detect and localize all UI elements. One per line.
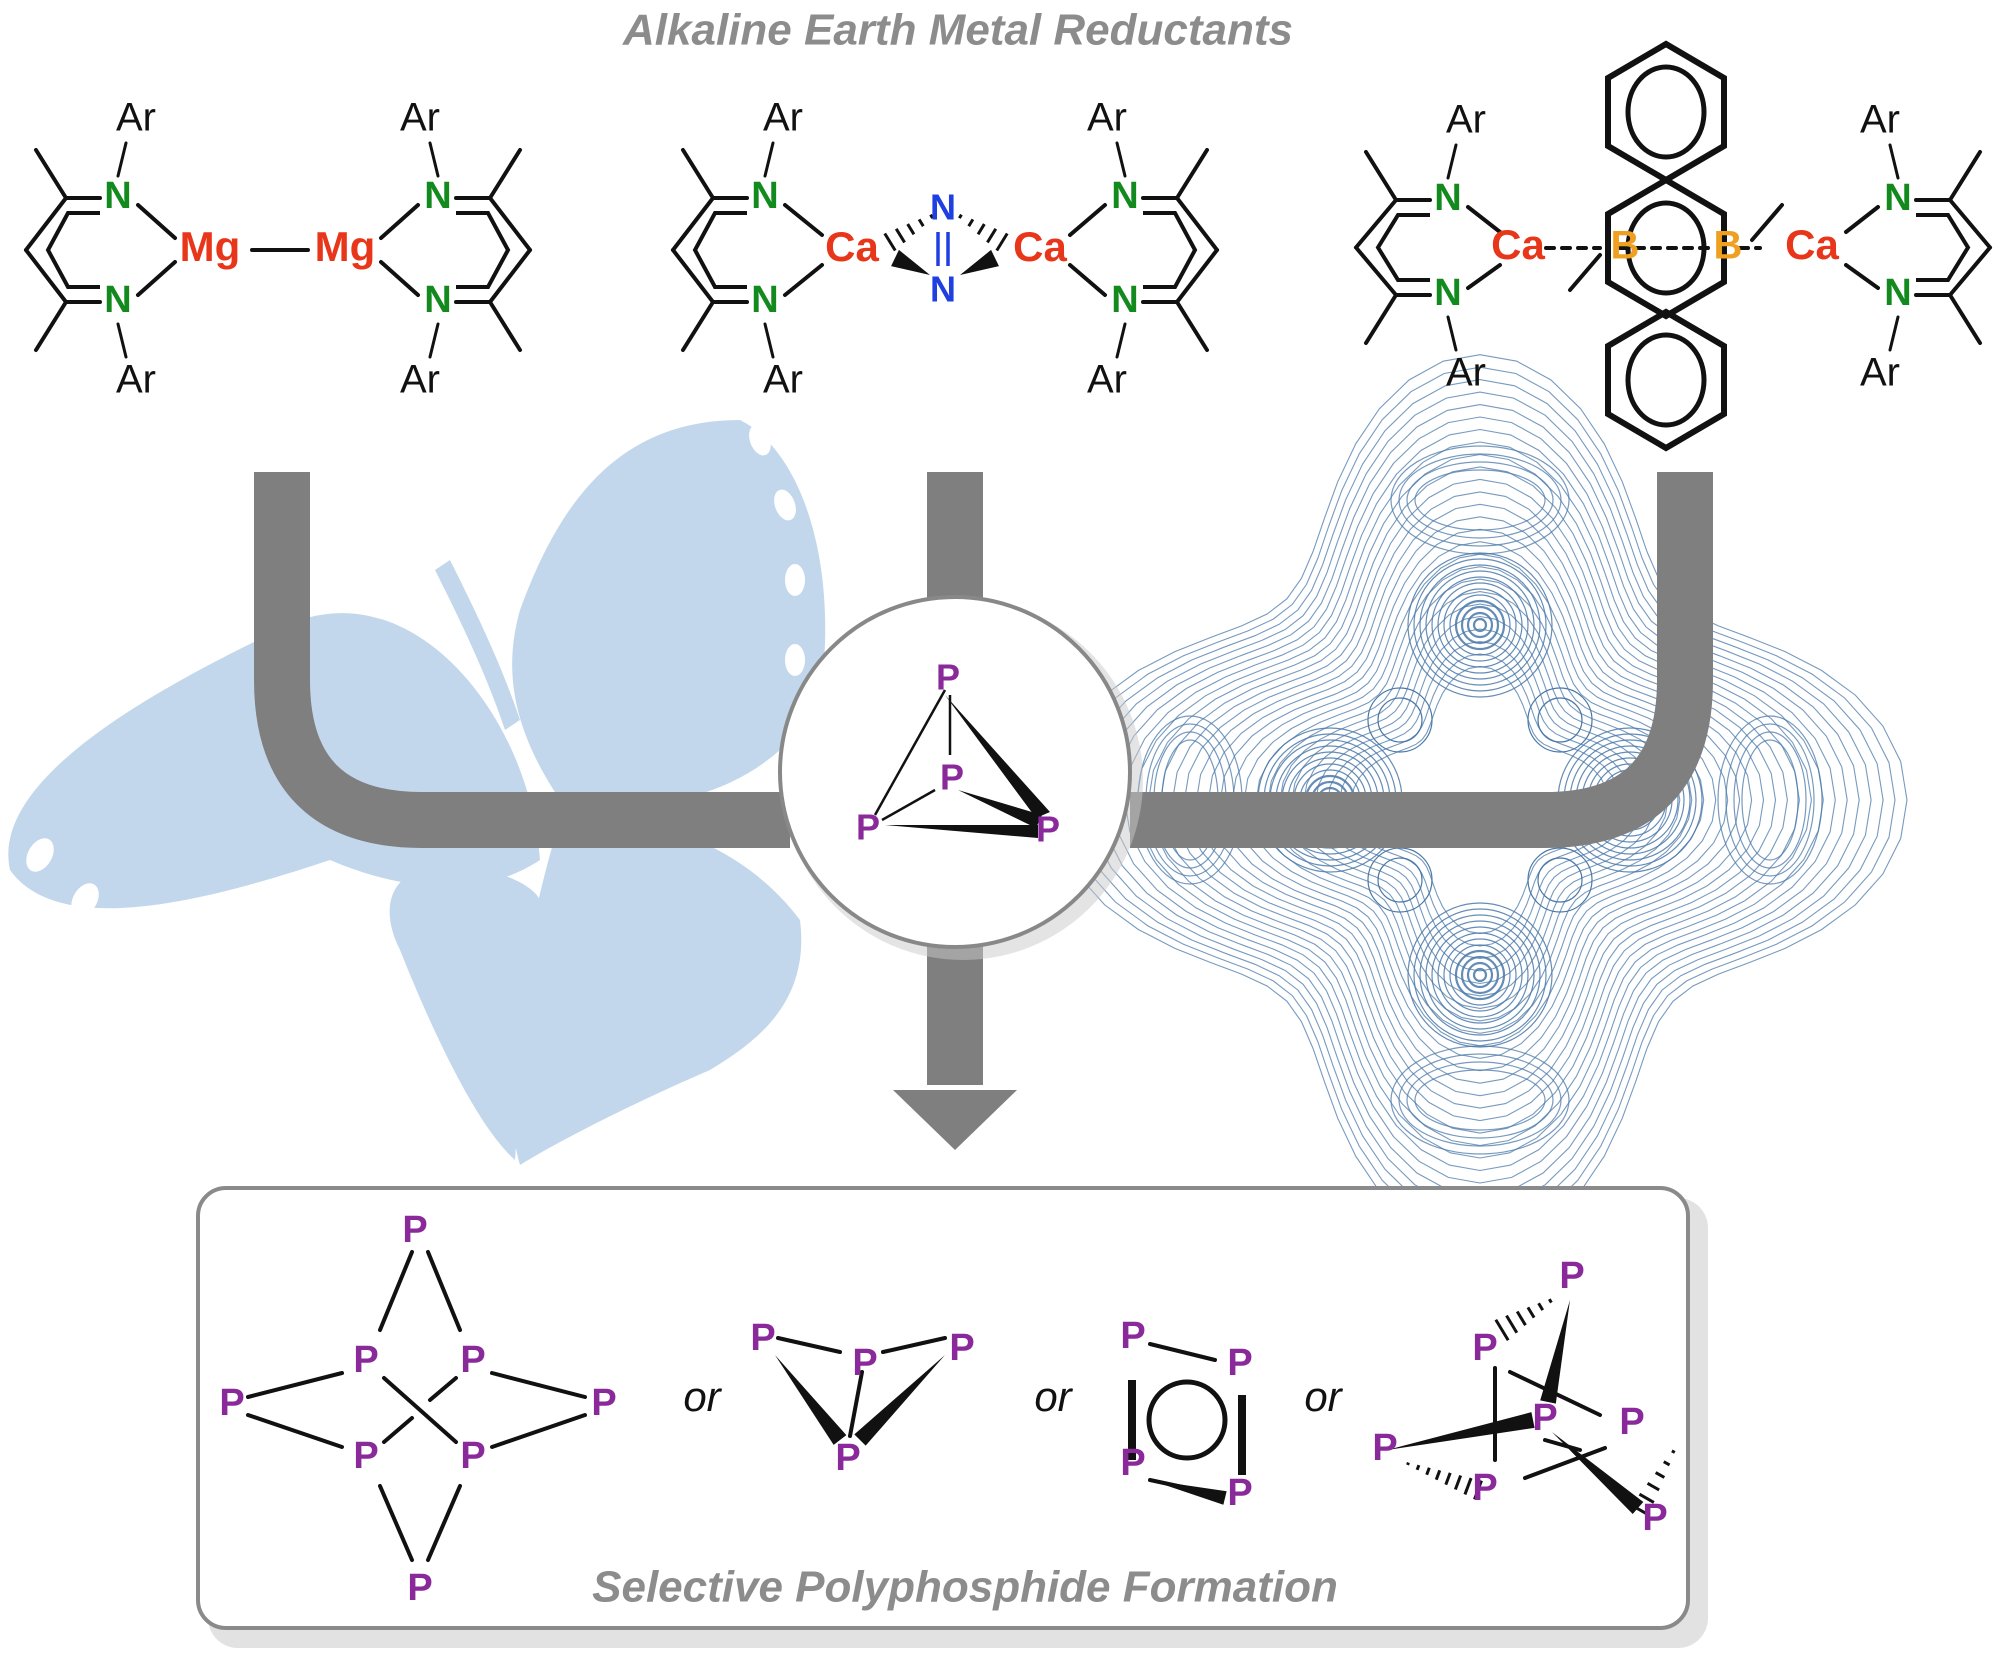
can2-left-ar-top: Ar: [763, 96, 803, 140]
p4b-bottom: P: [835, 1437, 860, 1479]
can2-right-ar-top: Ar: [1087, 96, 1127, 140]
boron-atom-right: B: [1714, 224, 1743, 268]
p4-circle: [778, 595, 1143, 960]
cab-left-n-top: N: [1434, 177, 1461, 219]
cab-left-ar-bottom: Ar: [1446, 351, 1486, 395]
p8-left: P: [219, 1382, 244, 1424]
can2-left-n-top: N: [751, 175, 778, 217]
cab-right-ar-bottom: Ar: [1860, 351, 1900, 395]
p8-upper-left: P: [353, 1339, 378, 1381]
p8-upper-right: P: [460, 1339, 485, 1381]
figure-title: Alkaline Earth Metal Reductants: [622, 6, 1293, 55]
or-separator-1: or: [683, 1373, 722, 1420]
cab-right-n-bottom: N: [1884, 272, 1911, 314]
or-separator-3: or: [1304, 1373, 1343, 1420]
right-pipe: [1130, 472, 1713, 848]
can2-left-ar-bottom: Ar: [763, 358, 803, 402]
p4b-center: P: [852, 1342, 877, 1384]
p4-atom-left: P: [856, 807, 880, 848]
butterfly-spots: [26, 424, 805, 952]
boron-atom-left: B: [1611, 224, 1640, 268]
p7-left: P: [1372, 1427, 1397, 1469]
reagent-flow-pipes: [254, 472, 1713, 1085]
anthracene-ring-2: [1605, 308, 1727, 452]
ca-atom-right: Ca: [1013, 223, 1067, 270]
cab-left-n-bottom: N: [1434, 272, 1461, 314]
p7-center: P: [1532, 1397, 1557, 1439]
cab-left-ar-top: Ar: [1446, 98, 1486, 142]
down-arrow-head: [893, 1090, 1017, 1150]
p4-atom-top: P: [936, 657, 960, 698]
can2-right-n-top: N: [1111, 175, 1138, 217]
p7-bottom-right: P: [1642, 1497, 1667, 1539]
p4-atom-right: P: [1036, 809, 1060, 850]
mg-right-n-bottom: N: [424, 279, 451, 321]
p7-upper-left: P: [1472, 1327, 1497, 1369]
mg-right-ar-bottom: Ar: [400, 358, 440, 402]
ca-atom-left: Ca: [825, 223, 879, 270]
mg-left-ar-top: Ar: [116, 96, 156, 140]
dinitrogen-n-bottom: N: [930, 269, 956, 310]
mg-right-n-top: N: [424, 175, 451, 217]
mg-left-n-bottom: N: [104, 279, 131, 321]
mg-left-ar-bottom: Ar: [116, 358, 156, 402]
p7-right: P: [1619, 1401, 1644, 1443]
p7-lower-left: P: [1472, 1467, 1497, 1509]
mg-atom-left: Mg: [180, 223, 241, 270]
cyclo-p4-bottom-left: P: [1120, 1442, 1145, 1484]
p7-top: P: [1559, 1255, 1584, 1297]
cyclo-p4-bottom-right: P: [1227, 1472, 1252, 1514]
mg-right-ar-top: Ar: [400, 96, 440, 140]
p4-atom-middle: P: [940, 757, 964, 798]
products-caption: Selective Polyphosphide Formation: [592, 1563, 1338, 1612]
p4b-left: P: [750, 1317, 775, 1359]
left-pipe: [254, 472, 790, 848]
mg-atom-right: Mg: [315, 223, 376, 270]
can2-right-ar-bottom: Ar: [1087, 358, 1127, 402]
ca-atom-right-b: Ca: [1785, 221, 1839, 268]
cyclo-p4-top-left: P: [1120, 1315, 1145, 1357]
ca-atom-left-b: Ca: [1491, 221, 1545, 268]
anthracene-ring-1: [1605, 176, 1727, 320]
p8-lower-left: P: [353, 1435, 378, 1477]
can2-left-n-bottom: N: [751, 279, 778, 321]
p8-lower-right: P: [460, 1435, 485, 1477]
or-separator-2: or: [1034, 1373, 1073, 1420]
p8-bottom: P: [407, 1567, 432, 1609]
cyclo-p4-top-right: P: [1227, 1342, 1252, 1384]
can2-right-n-bottom: N: [1111, 279, 1138, 321]
products-box: [196, 1186, 1708, 1648]
p4b-right: P: [949, 1327, 974, 1369]
cab-right-ar-top: Ar: [1860, 98, 1900, 142]
dinitrogen-n-top: N: [930, 187, 956, 228]
cab-right-n-top: N: [1884, 177, 1911, 219]
p8-right: P: [591, 1382, 616, 1424]
p8-top: P: [402, 1209, 427, 1251]
anthracene-ring-0: [1605, 40, 1727, 184]
white-phosphorus-p4: P P P P: [856, 657, 1060, 850]
mg-left-n-top: N: [104, 175, 131, 217]
